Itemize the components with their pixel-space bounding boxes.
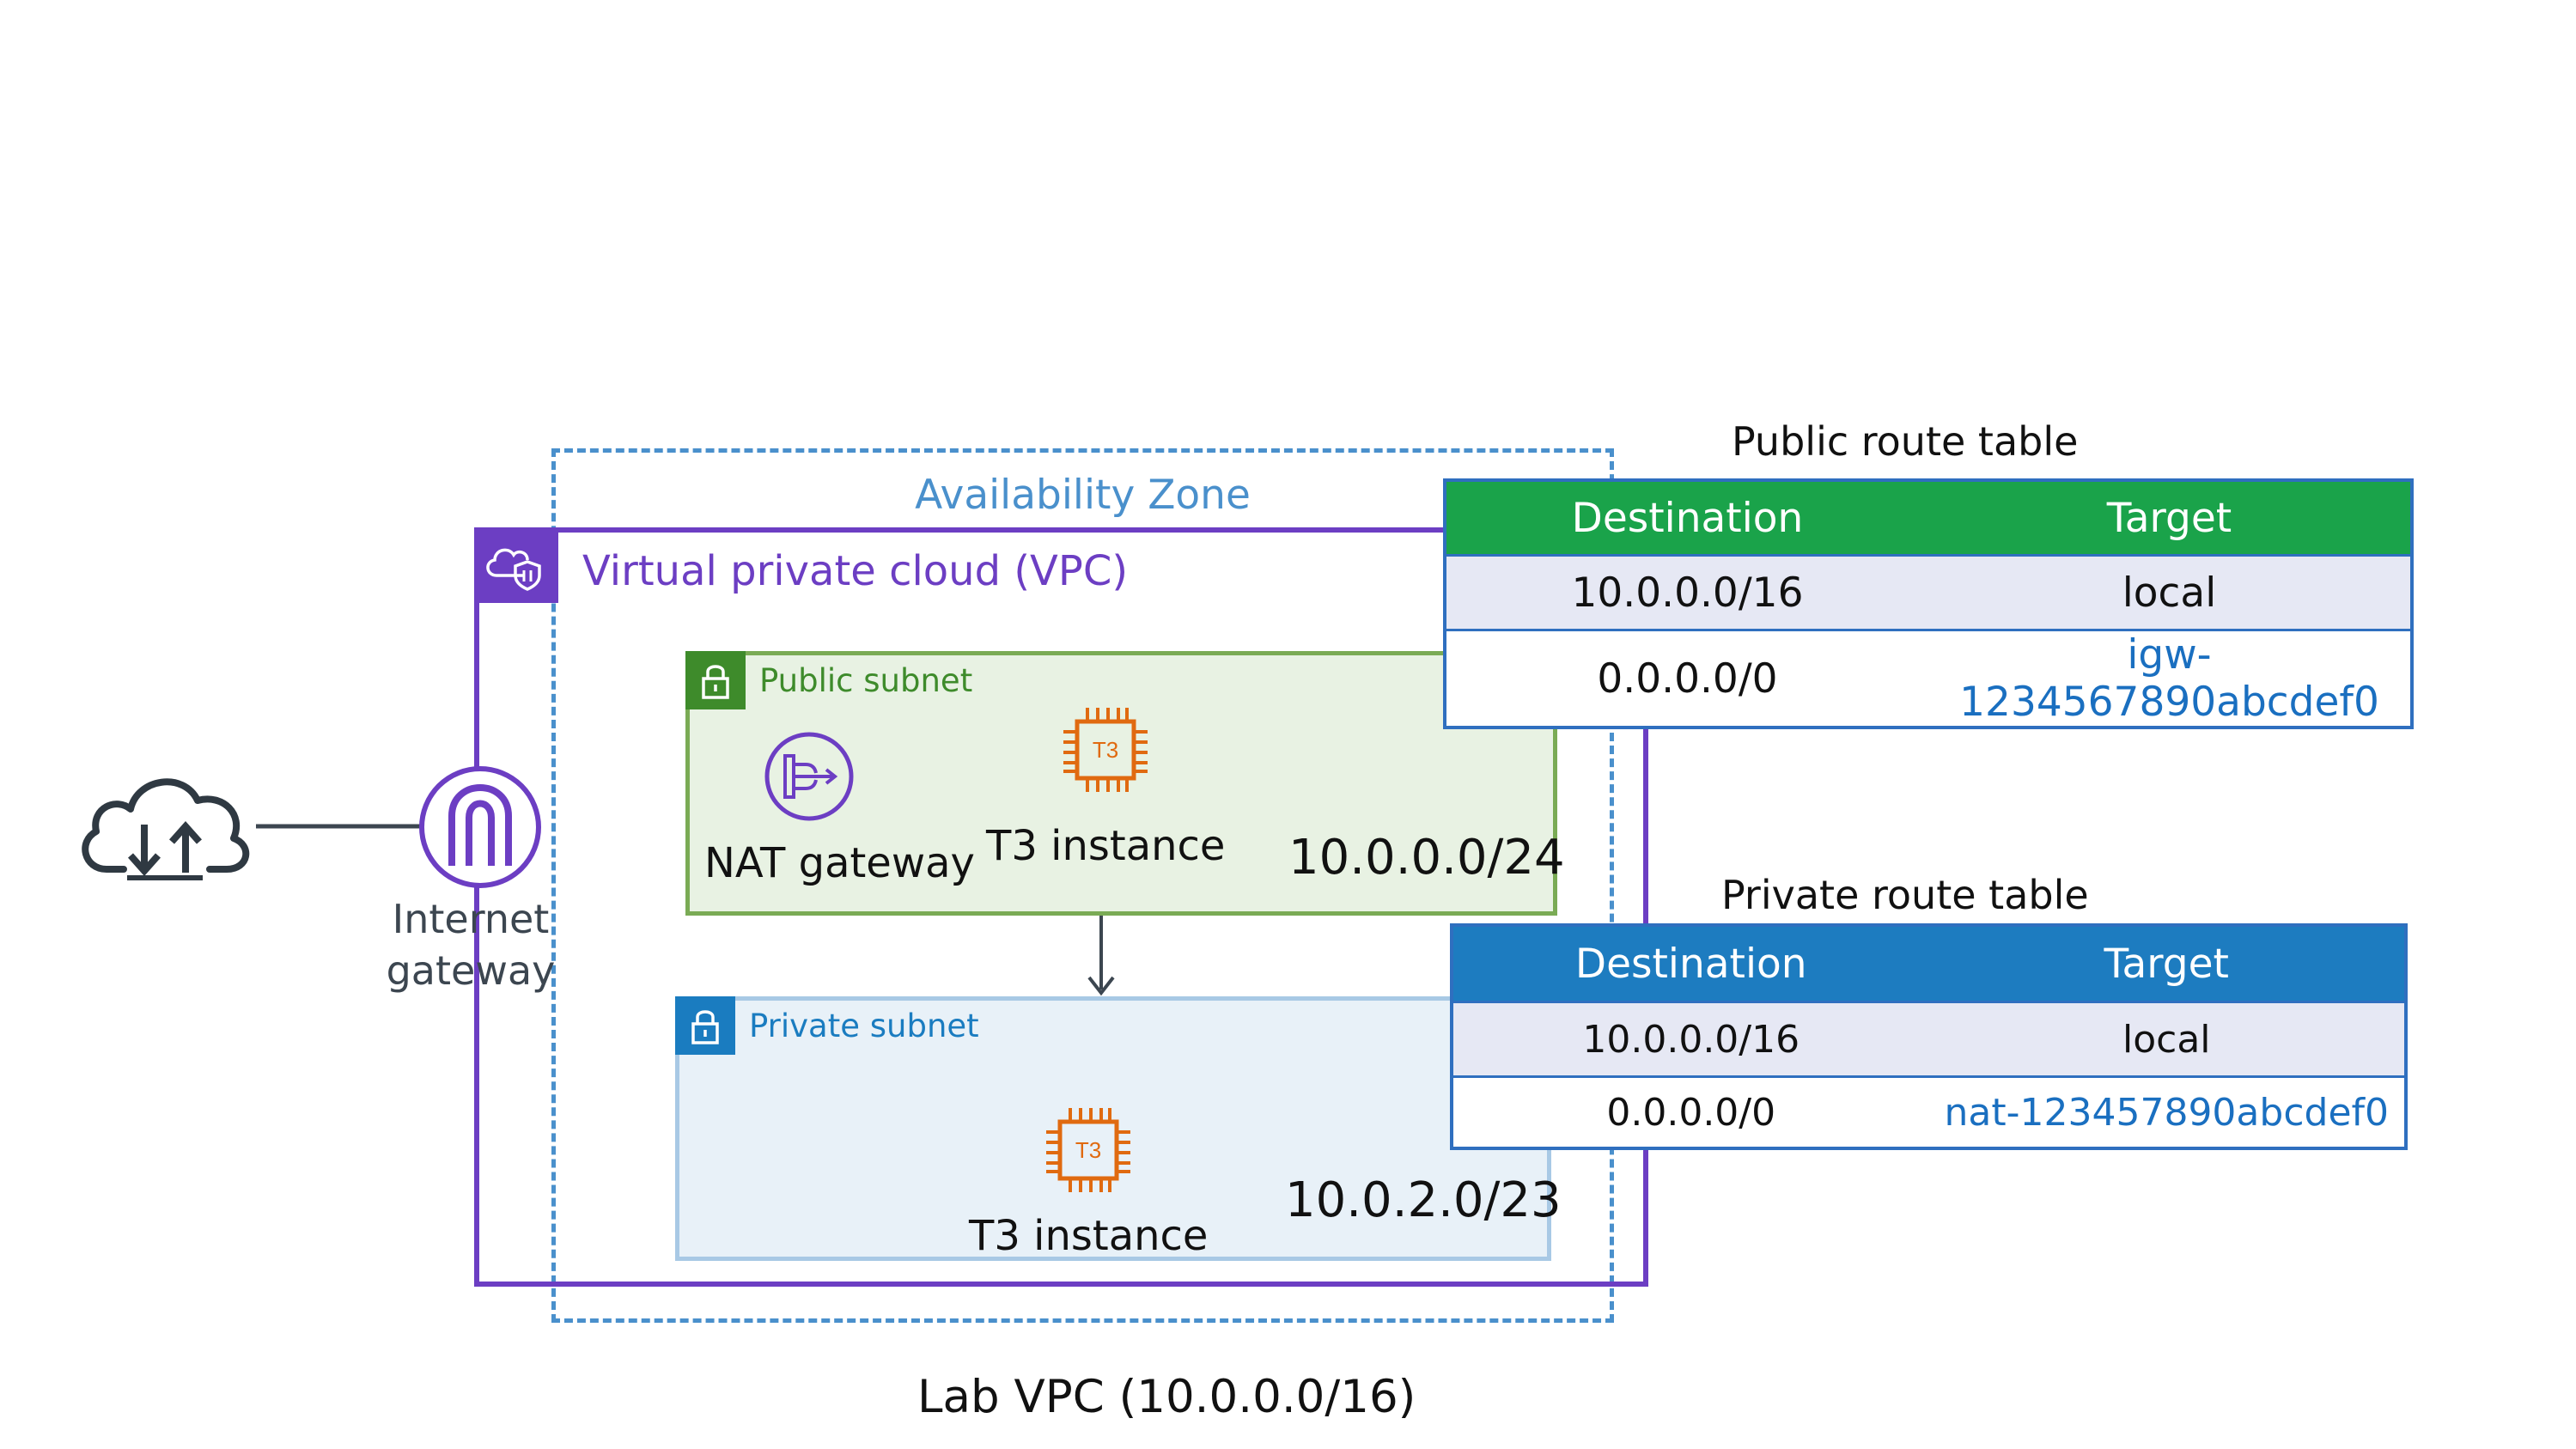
public-subnet-cidr: 10.0.0.0/24 — [1288, 830, 1565, 886]
vpc-title: Lab VPC (10.0.0.0/16) — [917, 1371, 1416, 1423]
private-instance-label: T3 instance — [969, 1212, 1209, 1260]
table-row: 0.0.0.0/0 nat-123457890abcdef0 — [1452, 1075, 2406, 1148]
internet-gateway-icon — [419, 766, 541, 888]
public-route-table-title: Public route table — [1732, 418, 2079, 465]
internet-gateway-label-line1: Internet — [392, 896, 550, 942]
subnet-arrow-head — [1087, 976, 1115, 996]
private-subnet-cidr: 10.0.2.0/23 — [1285, 1172, 1562, 1228]
destination-cell: 10.0.0.0/16 — [1445, 554, 1928, 630]
private-subnet — [675, 996, 1551, 1261]
destination-cell: 10.0.0.0/16 — [1452, 1001, 1929, 1077]
ec2-t3-chip-icon: T3 — [1046, 1108, 1130, 1192]
destination-cell: 0.0.0.0/0 — [1452, 1075, 1929, 1148]
destination-cell: 0.0.0.0/0 — [1445, 629, 1928, 728]
nat-gateway-label: NAT gateway — [704, 839, 975, 887]
target-cell: nat-123457890abcdef0 — [1928, 1075, 2406, 1148]
vpc-label: Virtual private cloud (VPC) — [582, 547, 1129, 595]
table-row: 10.0.0.0/16 local — [1445, 554, 2412, 630]
chip-text: T3 — [1075, 1137, 1101, 1163]
target-cell: local — [1928, 554, 2412, 630]
destination-header: Destination — [1452, 925, 1929, 1002]
private-route-table: Destination Target 10.0.0.0/16 local 0.0… — [1450, 923, 2408, 1150]
table-row: 10.0.0.0/16 local — [1452, 1001, 2406, 1077]
target-header: Target — [1928, 925, 2406, 1002]
table-row: 0.0.0.0/0 igw-1234567890abcdef0 — [1445, 629, 2412, 728]
availability-zone-boundary — [551, 448, 1614, 1323]
target-cell: local — [1928, 1001, 2406, 1077]
public-subnet-label: Public subnet — [759, 662, 973, 699]
chip-text: T3 — [1093, 737, 1118, 763]
lock-icon — [675, 996, 735, 1055]
ec2-t3-chip-icon: T3 — [1063, 708, 1148, 792]
vpc-boundary — [474, 527, 1648, 1287]
public-route-table: Destination Target 10.0.0.0/16 local 0.0… — [1443, 478, 2414, 729]
public-instance-label: T3 instance — [986, 822, 1226, 870]
private-subnet-label: Private subnet — [749, 1008, 979, 1044]
internet-gateway-label-line2: gateway — [386, 947, 556, 994]
destination-header: Destination — [1445, 480, 1928, 556]
target-cell: igw-1234567890abcdef0 — [1928, 629, 2412, 728]
target-header: Target — [1928, 480, 2412, 556]
nat-gateway-icon — [764, 732, 854, 821]
private-route-table-title: Private route table — [1721, 872, 2089, 918]
lock-icon — [685, 651, 746, 709]
cloud-upload-download-icon — [82, 778, 250, 880]
public-subnet — [685, 651, 1557, 916]
internet-gateway-label: Internet gateway — [361, 893, 581, 996]
availability-zone-label: Availability Zone — [915, 472, 1251, 519]
vpc-cloud-shield-icon — [474, 527, 558, 603]
